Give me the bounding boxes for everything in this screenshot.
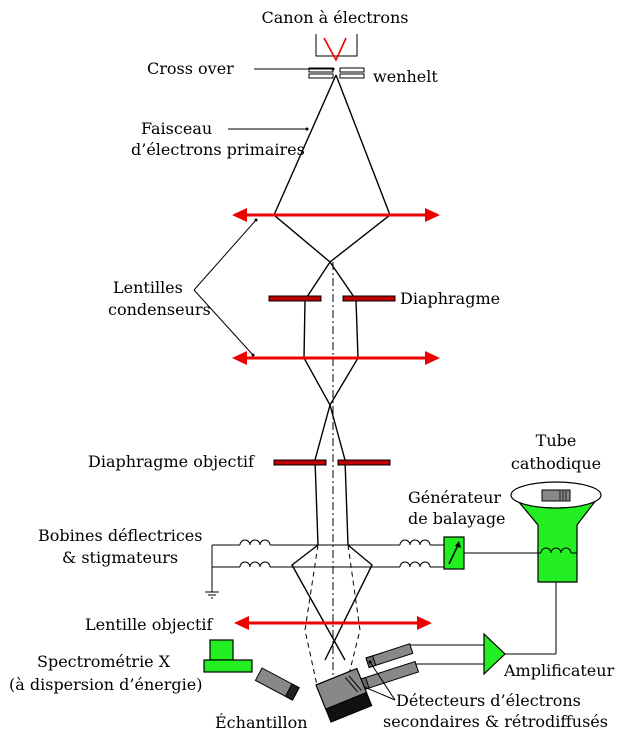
xray-label-line1: Spectrométrie X	[37, 652, 171, 671]
crt-label-line1: Tube	[536, 431, 577, 450]
beam-label-line1: Faisceau	[141, 119, 212, 138]
crt-label-line2: cathodique	[511, 454, 601, 473]
diaphragm-right	[342, 295, 396, 302]
crossover-label: Cross over	[147, 59, 234, 78]
xray-label-line2: (à dispersion d’énergie)	[9, 675, 202, 694]
objective-diaphragm-left	[273, 459, 327, 466]
electron-beam	[273, 74, 391, 700]
detectors-label-line2: secondaires & rétrodiffusés	[383, 712, 608, 731]
sample-label: Échantillon	[215, 712, 308, 732]
amplifier-symbol	[483, 632, 506, 676]
amplifier-label: Amplificateur	[503, 661, 615, 680]
objective-diaphragm-right	[337, 459, 391, 466]
diaphragm-left	[268, 295, 322, 302]
scan-generator-label-line1: Générateur	[408, 488, 501, 507]
wehnelt-plate-right	[339, 67, 365, 73]
condenser-lens-1	[232, 208, 440, 222]
scan-generator	[443, 536, 465, 570]
coils-label-line2: & stigmateurs	[62, 548, 178, 567]
coils-label-line1: Bobines déflectrices	[38, 526, 202, 545]
cathode-ray-tube	[510, 481, 602, 583]
scan-generator-label-line2: de balayage	[408, 509, 506, 528]
wehnelt-label: wenhelt	[373, 67, 438, 86]
sample	[315, 667, 373, 723]
condenser-lens-2	[232, 351, 440, 365]
electron-gun: Canon à électrons	[262, 8, 409, 79]
electron-detectors	[357, 643, 484, 692]
beam-label-line2: d’électrons primaires	[131, 140, 305, 159]
gun-label: Canon à électrons	[262, 8, 409, 27]
diaphragm-label: Diaphragme	[400, 289, 500, 308]
objective-lens	[234, 616, 432, 630]
deflection-coils	[205, 539, 444, 599]
detectors-label-line1: Détecteurs d’électrons	[396, 691, 581, 710]
xray-spectrometer	[203, 639, 300, 701]
condensers-label-line1: Lentilles	[113, 278, 183, 297]
objective-diaphragm-label: Diaphragme objectif	[88, 452, 255, 471]
condensers-label-line2: condenseurs	[108, 300, 211, 319]
objective-lens-label: Lentille objectif	[85, 615, 214, 634]
